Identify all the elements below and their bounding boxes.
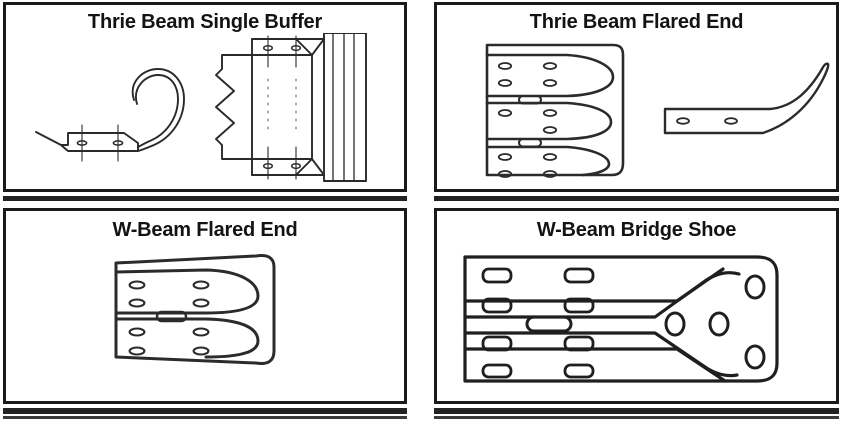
- side-profile-slots: [676, 117, 738, 125]
- panel-content: W-Beam Flared End: [6, 211, 404, 401]
- panel-title-w-beam-bridge-shoe: W-Beam Bridge Shoe: [536, 219, 737, 241]
- panel-content: Thrie Beam Flared End: [437, 5, 836, 189]
- panel-w-beam-bridge-shoe: W-Beam Bridge Shoe: [434, 208, 839, 404]
- panel-underline-top-left: [3, 196, 407, 201]
- panel-w-beam-flared-end: W-Beam Flared End: [3, 208, 407, 404]
- plan-center-slot: [525, 315, 573, 333]
- view-side-profile-with-hook: [35, 68, 185, 152]
- panel-title-w-beam-flared-end: W-Beam Flared End: [112, 219, 298, 241]
- panel-title-thrie-beam-flared-end: Thrie Beam Flared End: [529, 11, 744, 33]
- figure-w-beam-flared-end: [114, 254, 276, 365]
- panel-thrie-beam-single-buffer: Thrie Beam Single Buffer: [3, 2, 407, 192]
- figure-thrie-beam-flared-end: [485, 43, 830, 178]
- plan-round-holes: [664, 274, 766, 370]
- panel-content: Thrie Beam Single Buffer: [6, 5, 404, 189]
- panel-underline-bottom-right: [434, 408, 839, 414]
- panel-underline-bottom-left: [3, 408, 407, 414]
- front-view-bolt-holes: [262, 35, 302, 180]
- panel-underline-bottom-right-secondary: [434, 416, 839, 419]
- panel-content: W-Beam Bridge Shoe: [437, 211, 836, 401]
- figure-thrie-beam-single-buffer: [35, 33, 367, 182]
- plan-slot-holes: [497, 62, 558, 178]
- view-plan-three-lobe: [485, 43, 625, 177]
- plan-slot-holes: [128, 280, 210, 356]
- view-plan-bridge-shoe: [463, 255, 779, 383]
- side-view-bolt-holes: [76, 124, 124, 162]
- view-plan-two-lobe: [114, 254, 276, 365]
- view-side-profile-flared: [663, 62, 830, 135]
- view-front-elevation: [215, 33, 367, 182]
- figure-w-beam-bridge-shoe: [463, 255, 779, 383]
- plan-rect-slots: [481, 267, 595, 379]
- plan-center-slot: [155, 310, 188, 323]
- plan-center-slots: [517, 94, 543, 148]
- panel-thrie-beam-flared-end: Thrie Beam Flared End: [434, 2, 839, 192]
- panel-underline-bottom-left-secondary: [3, 416, 407, 419]
- panel-title-thrie-beam-single-buffer: Thrie Beam Single Buffer: [87, 11, 323, 33]
- panel-underline-top-right: [434, 196, 839, 201]
